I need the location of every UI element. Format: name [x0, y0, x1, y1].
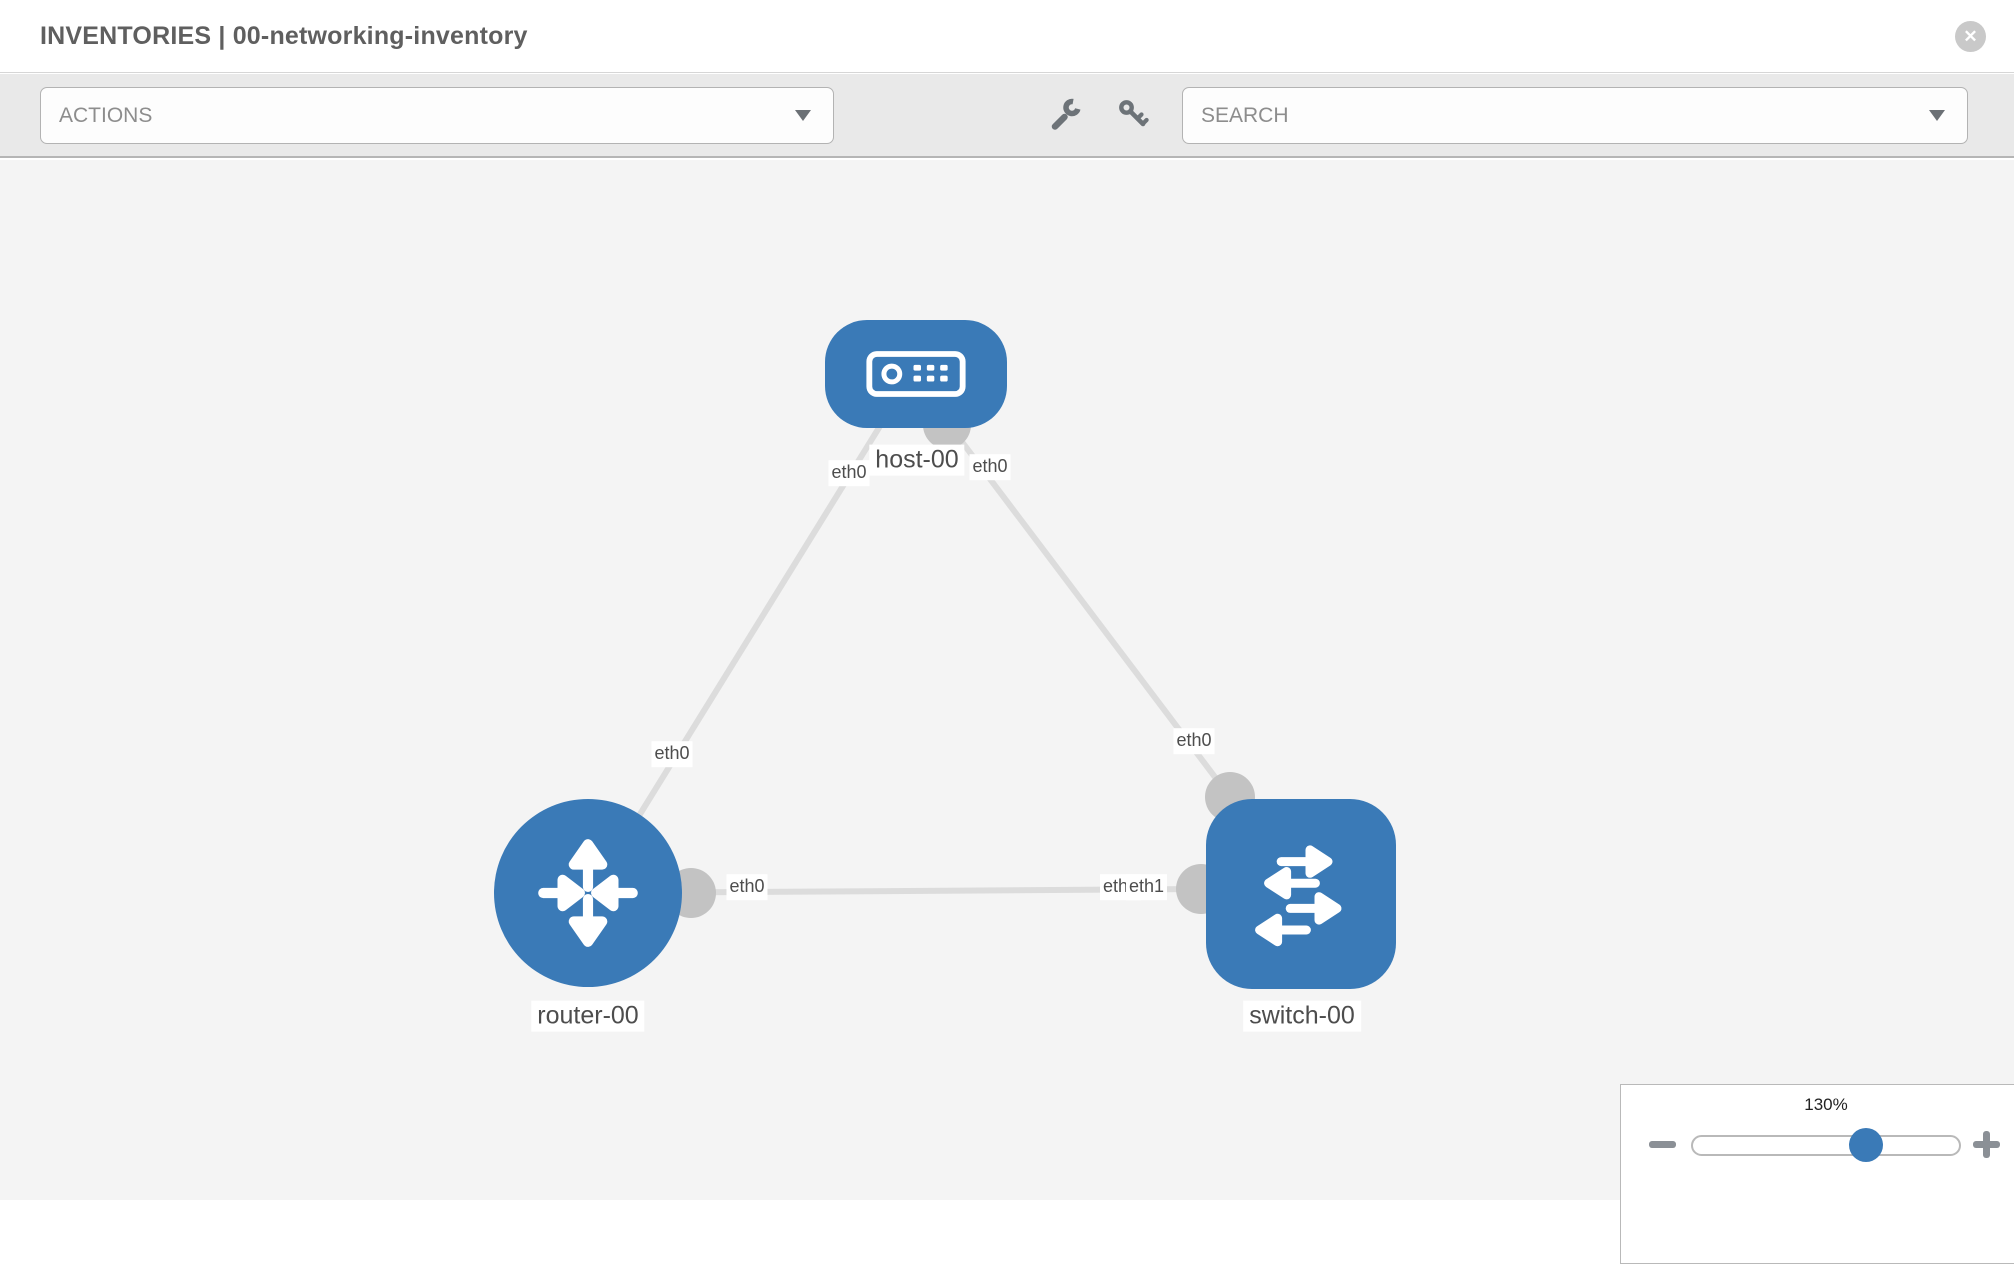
- close-button[interactable]: ✕: [1955, 21, 1986, 52]
- page-title: INVENTORIES | 00-networking-inventory: [40, 22, 528, 50]
- wrench-glyph: [1051, 98, 1081, 130]
- chevron-down-icon: [795, 110, 811, 121]
- router-arrows-icon: [538, 839, 638, 947]
- node-switch-00[interactable]: [1206, 799, 1396, 989]
- iface-label: eth0: [726, 874, 768, 900]
- iface-label: eth0: [969, 454, 1011, 480]
- key-glyph: [1119, 100, 1149, 127]
- zoom-control-panel: 130%: [1620, 1084, 2014, 1264]
- zoom-slider[interactable]: [1691, 1128, 1961, 1162]
- node-label-switch-00: switch-00: [1243, 1000, 1361, 1032]
- wrench-icon[interactable]: [1046, 95, 1086, 135]
- actions-dropdown[interactable]: ACTIONS: [40, 87, 834, 144]
- actions-dropdown-label: ACTIONS: [59, 103, 153, 127]
- search-dropdown[interactable]: SEARCH: [1182, 87, 1968, 144]
- node-host-00[interactable]: [825, 320, 1007, 428]
- server-icon: [866, 351, 966, 397]
- node-label-host-00: host-00: [869, 444, 965, 476]
- zoom-level-value: 130%: [1804, 1095, 1848, 1114]
- zoom-slider-thumb[interactable]: [1849, 1128, 1883, 1162]
- plus-bar: [1983, 1131, 1990, 1158]
- iface-label: eth1: [1126, 874, 1168, 900]
- iface-label: eth0: [651, 741, 693, 767]
- window-header: INVENTORIES | 00-networking-inventory ✕: [0, 0, 2014, 73]
- chevron-down-icon: [1929, 110, 1945, 121]
- node-router-00[interactable]: [494, 799, 682, 987]
- toolbar: ACTIONS SEARCH: [0, 74, 2014, 158]
- node-label-router-00: router-00: [531, 1000, 645, 1032]
- minus-icon[interactable]: [1649, 1141, 1676, 1148]
- key-icon[interactable]: [1114, 95, 1154, 135]
- search-dropdown-label: SEARCH: [1201, 103, 1289, 127]
- plus-icon[interactable]: [1973, 1131, 2000, 1158]
- switch-arrows-icon: [1255, 845, 1342, 947]
- iface-label: eth0: [1173, 728, 1215, 754]
- iface-label: eth0: [828, 460, 870, 486]
- close-icon: ✕: [1963, 27, 1978, 46]
- links-layer: [587, 401, 1255, 918]
- topology-canvas[interactable]: eth0 eth0 eth0 eth0 eth0 eth0 eth1 host-…: [0, 160, 2014, 1264]
